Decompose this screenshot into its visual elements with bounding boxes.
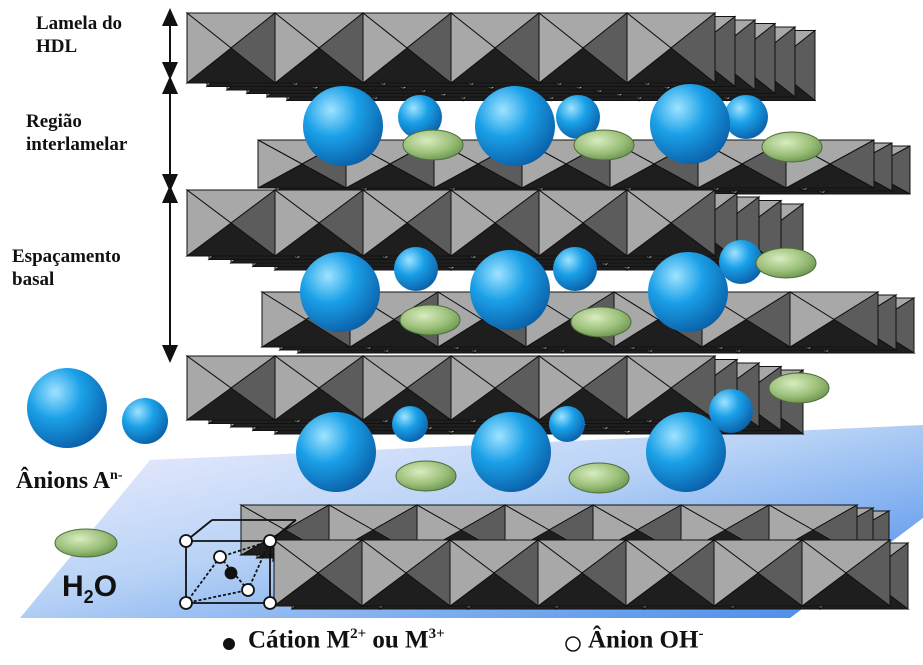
interlayer-2-large-anion-2 [648,252,728,332]
water-subscript: 2 [83,587,94,607]
interlayer-3-small-anion-2 [709,389,753,433]
label-espacamento-line1: Espaçamento [12,246,121,267]
label-regiao: Região interlamelar [26,110,127,156]
cation-mid-text: ou M [366,626,429,654]
interlayer-species [296,84,830,494]
anions-charge: n- [110,468,123,483]
interlayer-2-water-2 [755,247,817,279]
label-regiao-line1: Região [26,111,82,132]
legend-water-label: H2O [62,570,117,608]
interlayer-3-water-2 [768,372,830,404]
hdl-layer-4-row-0 [272,539,892,607]
interlayer-2-small-anion-0 [394,247,438,291]
interlayer-2 [300,240,817,338]
cation-text: Cátion M [248,626,351,654]
hdl-layer-2-row-0 [185,189,717,257]
interlayer-3-water-1 [568,462,630,494]
interlayer-1-large-anion-0 [303,86,383,166]
octahedron-unit-icon [179,519,297,610]
hdl-layer-2 [185,189,805,271]
label-regiao-line2: interlamelar [26,134,128,155]
cation-charge-2: 2+ [350,626,367,642]
anions-text: Ânions A [16,468,111,494]
label-espacamento-line2: basal [12,269,55,290]
legend-anion-small [122,398,168,444]
water-h: H [62,570,84,603]
interlayer-2-water-0 [399,304,461,336]
interlayer-2-water-1 [570,306,632,338]
water-o: O [93,570,118,603]
hdl-layer-1-row-0 [185,11,717,85]
hdl-layer-1 [185,11,817,102]
interlayer-2-large-anion-1 [470,250,550,330]
legend-anions-label: Ânions An- [16,468,123,495]
interlayer-2-small-anion-1 [553,247,597,291]
hdl-layer-4 [272,539,910,610]
label-lamela: Lamela do HDL [36,12,122,58]
label-lamela-line1: Lamela do [36,13,123,34]
interlayer-1-large-anion-2 [650,84,730,164]
interlayer-3-small-anion-0 [392,406,428,442]
oh-charge: - [698,626,704,642]
interlayer-3-water-0 [395,460,457,492]
label-espacamento: Espaçamento basal [12,245,121,291]
cation-charge-3: 3+ [428,626,445,642]
label-lamela-line2: HDL [36,36,78,57]
interlayer-1-small-anion-2 [724,95,768,139]
hdl-layer-3 [185,355,805,435]
interlayer-3-large-anion-2 [646,412,726,492]
interlayer-1-water-0 [402,129,464,161]
interlayer-1-water-2 [761,131,823,163]
legend-cation-label: Cátion M2+ ou M3+ [248,626,445,654]
interlayer-3-large-anion-0 [296,412,376,492]
legend-oh-label: Ânion OH- [588,626,703,654]
interlayer-2-small-anion-2 [719,240,763,284]
interlayer-2-large-anion-0 [300,252,380,332]
interlayer-3-large-anion-1 [471,412,551,492]
oh-text: Ânion OH [588,626,699,654]
interlayer-1-small-anion-1 [556,95,600,139]
cation-dot-icon [223,638,235,650]
interlayer-3-small-anion-1 [549,406,585,442]
oh-anion-circle-icon [565,636,581,652]
interlayer-1-small-anion-0 [398,95,442,139]
legend-anion-large [27,368,107,448]
hdl-layer-3-row-0 [185,355,717,421]
interlayer-1-water-1 [573,129,635,161]
hydroxide-layers [185,11,916,610]
legend-water [54,528,118,558]
interlayer-3 [296,372,830,494]
interlayer-1-large-anion-1 [475,86,555,166]
interlayer-1 [303,84,823,166]
